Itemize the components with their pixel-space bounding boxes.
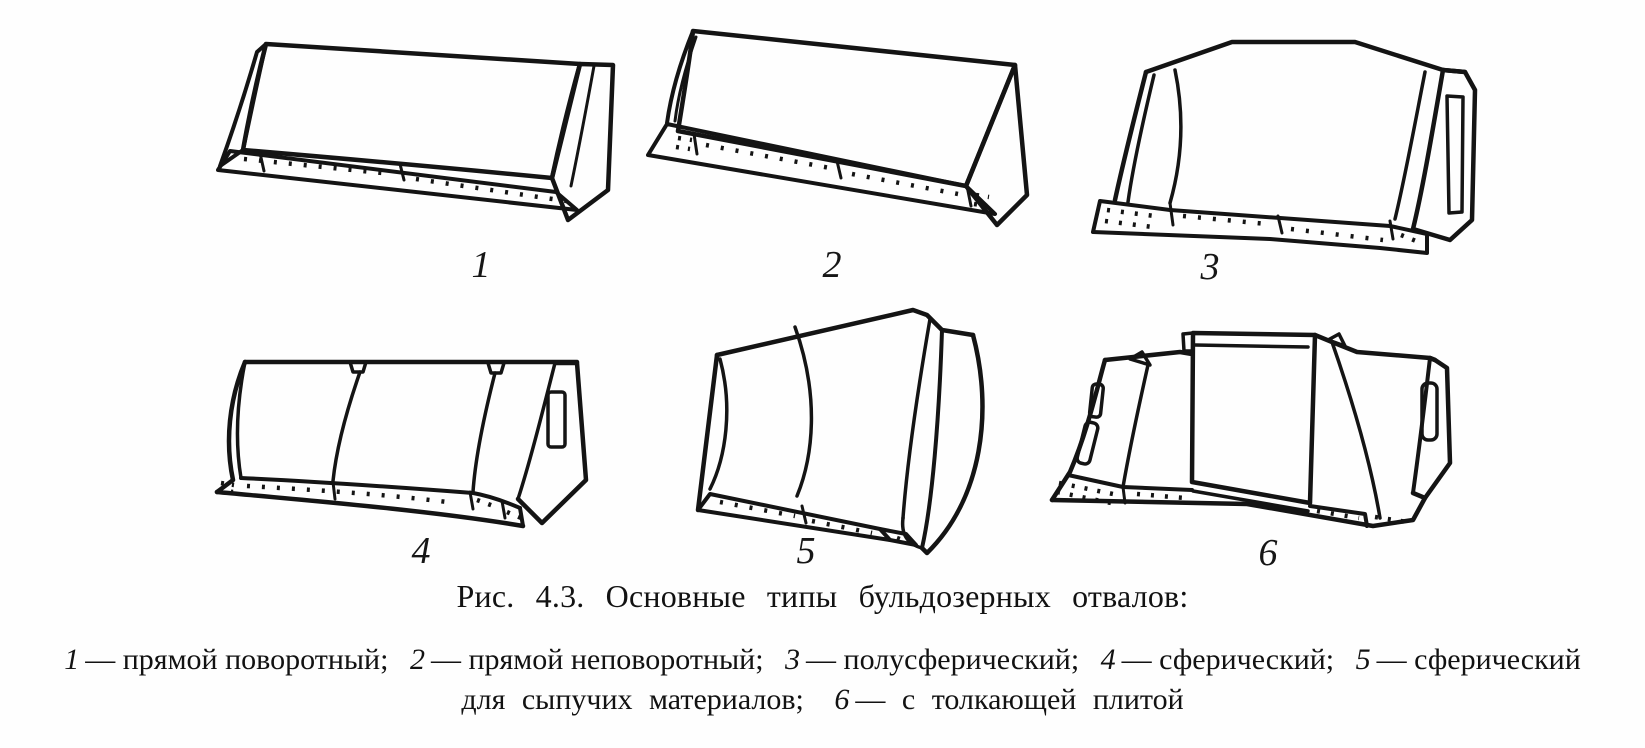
blade-drawing-2-straight-fixed [640, 28, 1055, 243]
legend-item-5-desc: — сферический [1376, 643, 1581, 676]
blade-5-svg [695, 307, 985, 556]
blade-2-number: 2 [822, 244, 842, 286]
legend-item-3-number: 3 [785, 643, 801, 676]
legend-item-2: 2— прямой неповоротный; [410, 643, 764, 676]
blade-2-svg [646, 28, 1030, 228]
blade-drawing-6-pushing-plate [1015, 318, 1485, 553]
legend-item-1-desc: — прямой поворотный; [85, 643, 389, 676]
legend-item-5-desc-continued: для сыпучих материалов; [461, 682, 804, 716]
legend-item-6-desc: — с толкающей плитой [855, 682, 1184, 716]
blade-1-svg [216, 41, 616, 223]
legend-item-5-number: 5 [1355, 643, 1371, 676]
legend-item-6-number: 6 [834, 682, 850, 716]
legend-item-5: 5— сферический [1356, 643, 1581, 676]
blade-5-number: 5 [796, 530, 816, 572]
blade-3-number: 3 [1200, 246, 1220, 288]
blade-3-svg [1091, 39, 1478, 255]
legend-item-4: 4— сферический; [1101, 643, 1334, 676]
blade-6-svg [1049, 330, 1453, 529]
legend-item-3: 3— полусферический; [785, 643, 1079, 676]
legend-item-4-number: 4 [1100, 643, 1116, 676]
blade-drawing-4-spherical [214, 330, 595, 535]
blade-6-number: 6 [1258, 532, 1278, 574]
blade-4-svg [214, 359, 589, 529]
blade-4-number: 4 [411, 530, 431, 572]
blade-drawing-5-spherical-loose [650, 282, 1010, 577]
legend-item-6: 6— с толкающей плитой [834, 683, 1183, 716]
legend-line-2: для сыпучих материалов; 6— с толкающей п… [0, 680, 1645, 720]
legend-item-2-desc: — прямой неповоротный; [430, 643, 764, 676]
legend-item-2-number: 2 [409, 643, 425, 676]
blade-drawing-3-semispherical [1085, 38, 1505, 263]
legend-item-1: 1— прямой поворотный; [64, 643, 388, 676]
blade-1-number: 1 [471, 244, 491, 286]
figure-caption: Рис. 4.3. Основные типы бульдозерных отв… [456, 578, 1189, 614]
legend-item-3-desc: — полусферический; [806, 643, 1080, 676]
legend-item-1-number: 1 [64, 643, 80, 676]
legend-line-1: 1— прямой поворотный; 2— прямой неповоро… [0, 640, 1645, 680]
figure-legend: 1— прямой поворотный; 2— прямой неповоро… [0, 640, 1645, 720]
blade-drawing-1-straight-rotary [208, 30, 623, 230]
legend-item-4-desc: — сферический; [1121, 643, 1335, 676]
